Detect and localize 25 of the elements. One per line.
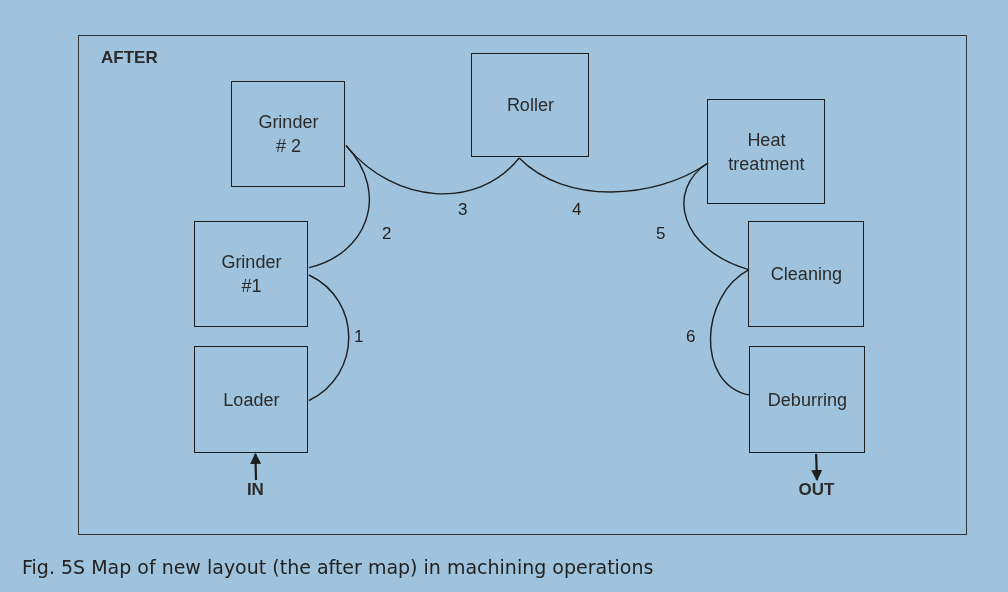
layout-frame [78, 35, 967, 535]
machine-box [194, 221, 309, 328]
arrow [811, 453, 823, 482]
machine-box [231, 81, 346, 188]
machine-box [194, 346, 309, 454]
machine-label: Grinder # 2 [257, 111, 320, 159]
arrow [250, 452, 262, 481]
machine-box [707, 99, 826, 205]
figure-caption: Fig. 5S Map of new layout (the after map) in machining operations [22, 556, 654, 578]
machine-label: Loader [223, 388, 280, 412]
machine-box [749, 346, 866, 454]
flow-line [709, 269, 751, 396]
flow-label: OUT [798, 480, 835, 501]
flow-line [345, 144, 520, 195]
flow-line [308, 274, 350, 402]
machine-label: Grinder #1 [220, 251, 283, 299]
machine-box [471, 53, 590, 158]
machine-label: Roller [506, 94, 554, 118]
machine-label: Cleaning [770, 263, 842, 287]
flow-line [683, 162, 750, 271]
machine-label: Deburring [767, 388, 847, 412]
flow-label: IN [246, 480, 264, 501]
machine-label: Heat treatment [727, 128, 806, 176]
machine-box [748, 221, 865, 328]
frame-heading: AFTER [101, 48, 158, 68]
